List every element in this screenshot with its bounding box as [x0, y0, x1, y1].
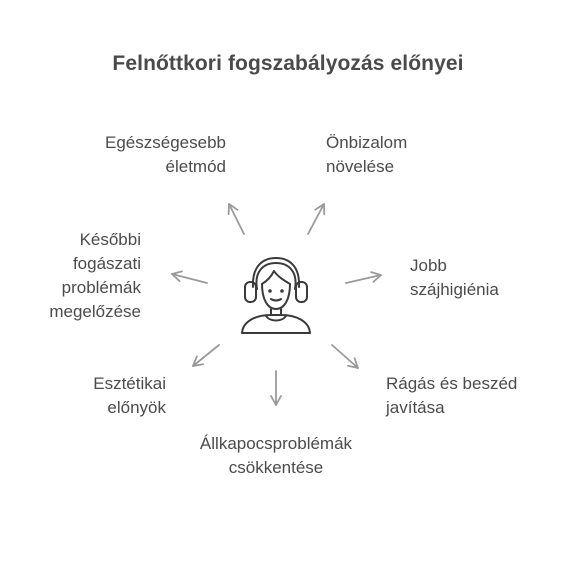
benefit-line: előnyök [107, 398, 166, 417]
arrow-icon-healthy-lifestyle [227, 203, 245, 235]
benefit-line: megelőzése [49, 302, 141, 321]
benefit-line: fogászati [72, 254, 141, 273]
arrow-icon-oral-hygiene [345, 271, 382, 284]
arrow-icon-future-dental [171, 270, 208, 284]
woman-with-headphones-icon [241, 257, 311, 334]
benefit-aesthetic: Esztétikai előnyök [93, 372, 166, 420]
arrow-icon-self-confidence [307, 203, 326, 235]
benefit-line: szájhigiénia [410, 280, 499, 299]
diagram-title: Felnőttkori fogszabályozás előnyei [112, 52, 464, 75]
benefit-line: problémák [61, 278, 141, 297]
benefit-line: Egészségesebb [105, 133, 226, 152]
benefit-chewing-speech: Rágás és beszéd javítása [386, 372, 517, 420]
benefit-line: Rágás és beszéd [386, 374, 518, 393]
benefit-line: Jobb [410, 256, 447, 275]
benefit-line: Későbbi [79, 230, 141, 249]
benefit-line: csökkentése [228, 458, 324, 477]
benefit-self-confidence: Önbizalom növelése [326, 131, 407, 179]
benefit-line: Esztétikai [93, 374, 166, 393]
benefit-line: életmód [165, 157, 226, 176]
benefit-oral-hygiene: Jobb szájhigiénia [410, 254, 499, 302]
benefit-line: Önbizalom [326, 133, 408, 152]
benefit-line: növelése [326, 157, 395, 176]
benefit-line: Állkapocsproblémák [199, 434, 353, 453]
benefit-future-dental: Későbbi fogászati problémák megelőzése [49, 228, 141, 324]
arrow-icon-aesthetic [192, 344, 220, 367]
benefit-line: javítása [386, 398, 445, 417]
arrow-icon-chewing-speech [331, 344, 359, 369]
benefit-healthy-lifestyle: Egészségesebb életmód [105, 131, 226, 179]
benefit-jaw-problems: Állkapocsproblémák csökkentése [170, 432, 382, 480]
